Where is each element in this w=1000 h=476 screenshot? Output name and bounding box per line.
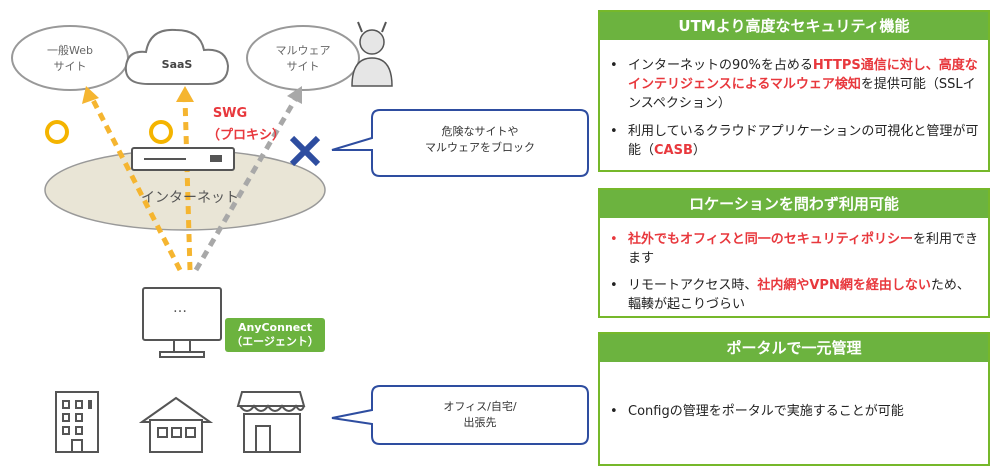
block-x-icon — [289, 135, 321, 167]
anyconnect-label: AnyConnect — [237, 321, 313, 334]
allowed-arrows — [89, 96, 193, 272]
panel-advanced-security: UTMより高度なセキュリティ機能 •インターネットの90%を占めるHTTPS通信… — [598, 10, 990, 172]
anyconnect-agent-badge: AnyConnect （エージェント） — [225, 318, 325, 352]
cloud-malware-site-icon — [246, 25, 360, 91]
cloud-malware-site-label: マルウェア サイト — [275, 44, 331, 73]
panel-title: ロケーションを問わず利用可能 — [600, 190, 988, 218]
cloud-saas-icon — [124, 28, 230, 85]
office-building-icon — [55, 391, 99, 453]
ok-circle-icon — [149, 120, 173, 144]
callout-location-bubble — [331, 385, 589, 445]
computer-monitor-icon — [142, 287, 222, 358]
proxy-server-icon — [131, 147, 235, 171]
panel-title: ポータルで一元管理 — [600, 334, 988, 362]
agent-label: （エージェント） — [231, 335, 319, 348]
network-diagram — [11, 21, 589, 453]
list-item: •Configの管理をポータルで実施することが可能 — [610, 404, 904, 419]
panel-location-independent: ロケーションを問わず利用可能 •社外でもオフィスと同一のセキュリティポリシーを利… — [598, 188, 990, 318]
panel-title: UTMより高度なセキュリティ機能 — [600, 12, 988, 40]
internet-label: インターネット — [141, 190, 239, 206]
devil-icon — [351, 21, 393, 87]
list-item: •インターネットの90%を占めるHTTPS通信に対し、高度なインテリジェンスによ… — [610, 58, 978, 111]
panel-portal-management: ポータルで一元管理 •Configの管理をポータルで実施することが可能 — [598, 332, 990, 466]
list-item: •社外でもオフィスと同一のセキュリティポリシーを利用できます — [610, 232, 978, 266]
callout-location-text: オフィス/自宅/ 出張先 — [443, 400, 517, 429]
swg-proxy-label: （プロキシ） — [206, 128, 285, 143]
cloud-saas-label: SaaS — [161, 58, 193, 71]
cloud-general-web-label: 一般Web サイト — [47, 44, 93, 73]
home-icon — [138, 396, 214, 453]
callout-block-text: 危険なサイトや マルウェアをブロック — [425, 125, 535, 154]
list-item: •リモートアクセス時、社内網やVPN網を経由しないため、輻輳が起こりづらい — [610, 278, 970, 312]
list-item: •利用しているクラウドアプリケーションの可視化と管理が可能（CASB） — [610, 124, 979, 158]
ok-circle-icon — [45, 120, 69, 144]
swg-label: SWG — [212, 106, 248, 121]
monitor-dots: … — [173, 300, 187, 316]
store-icon — [236, 391, 306, 453]
callout-block-bubble — [331, 109, 589, 177]
